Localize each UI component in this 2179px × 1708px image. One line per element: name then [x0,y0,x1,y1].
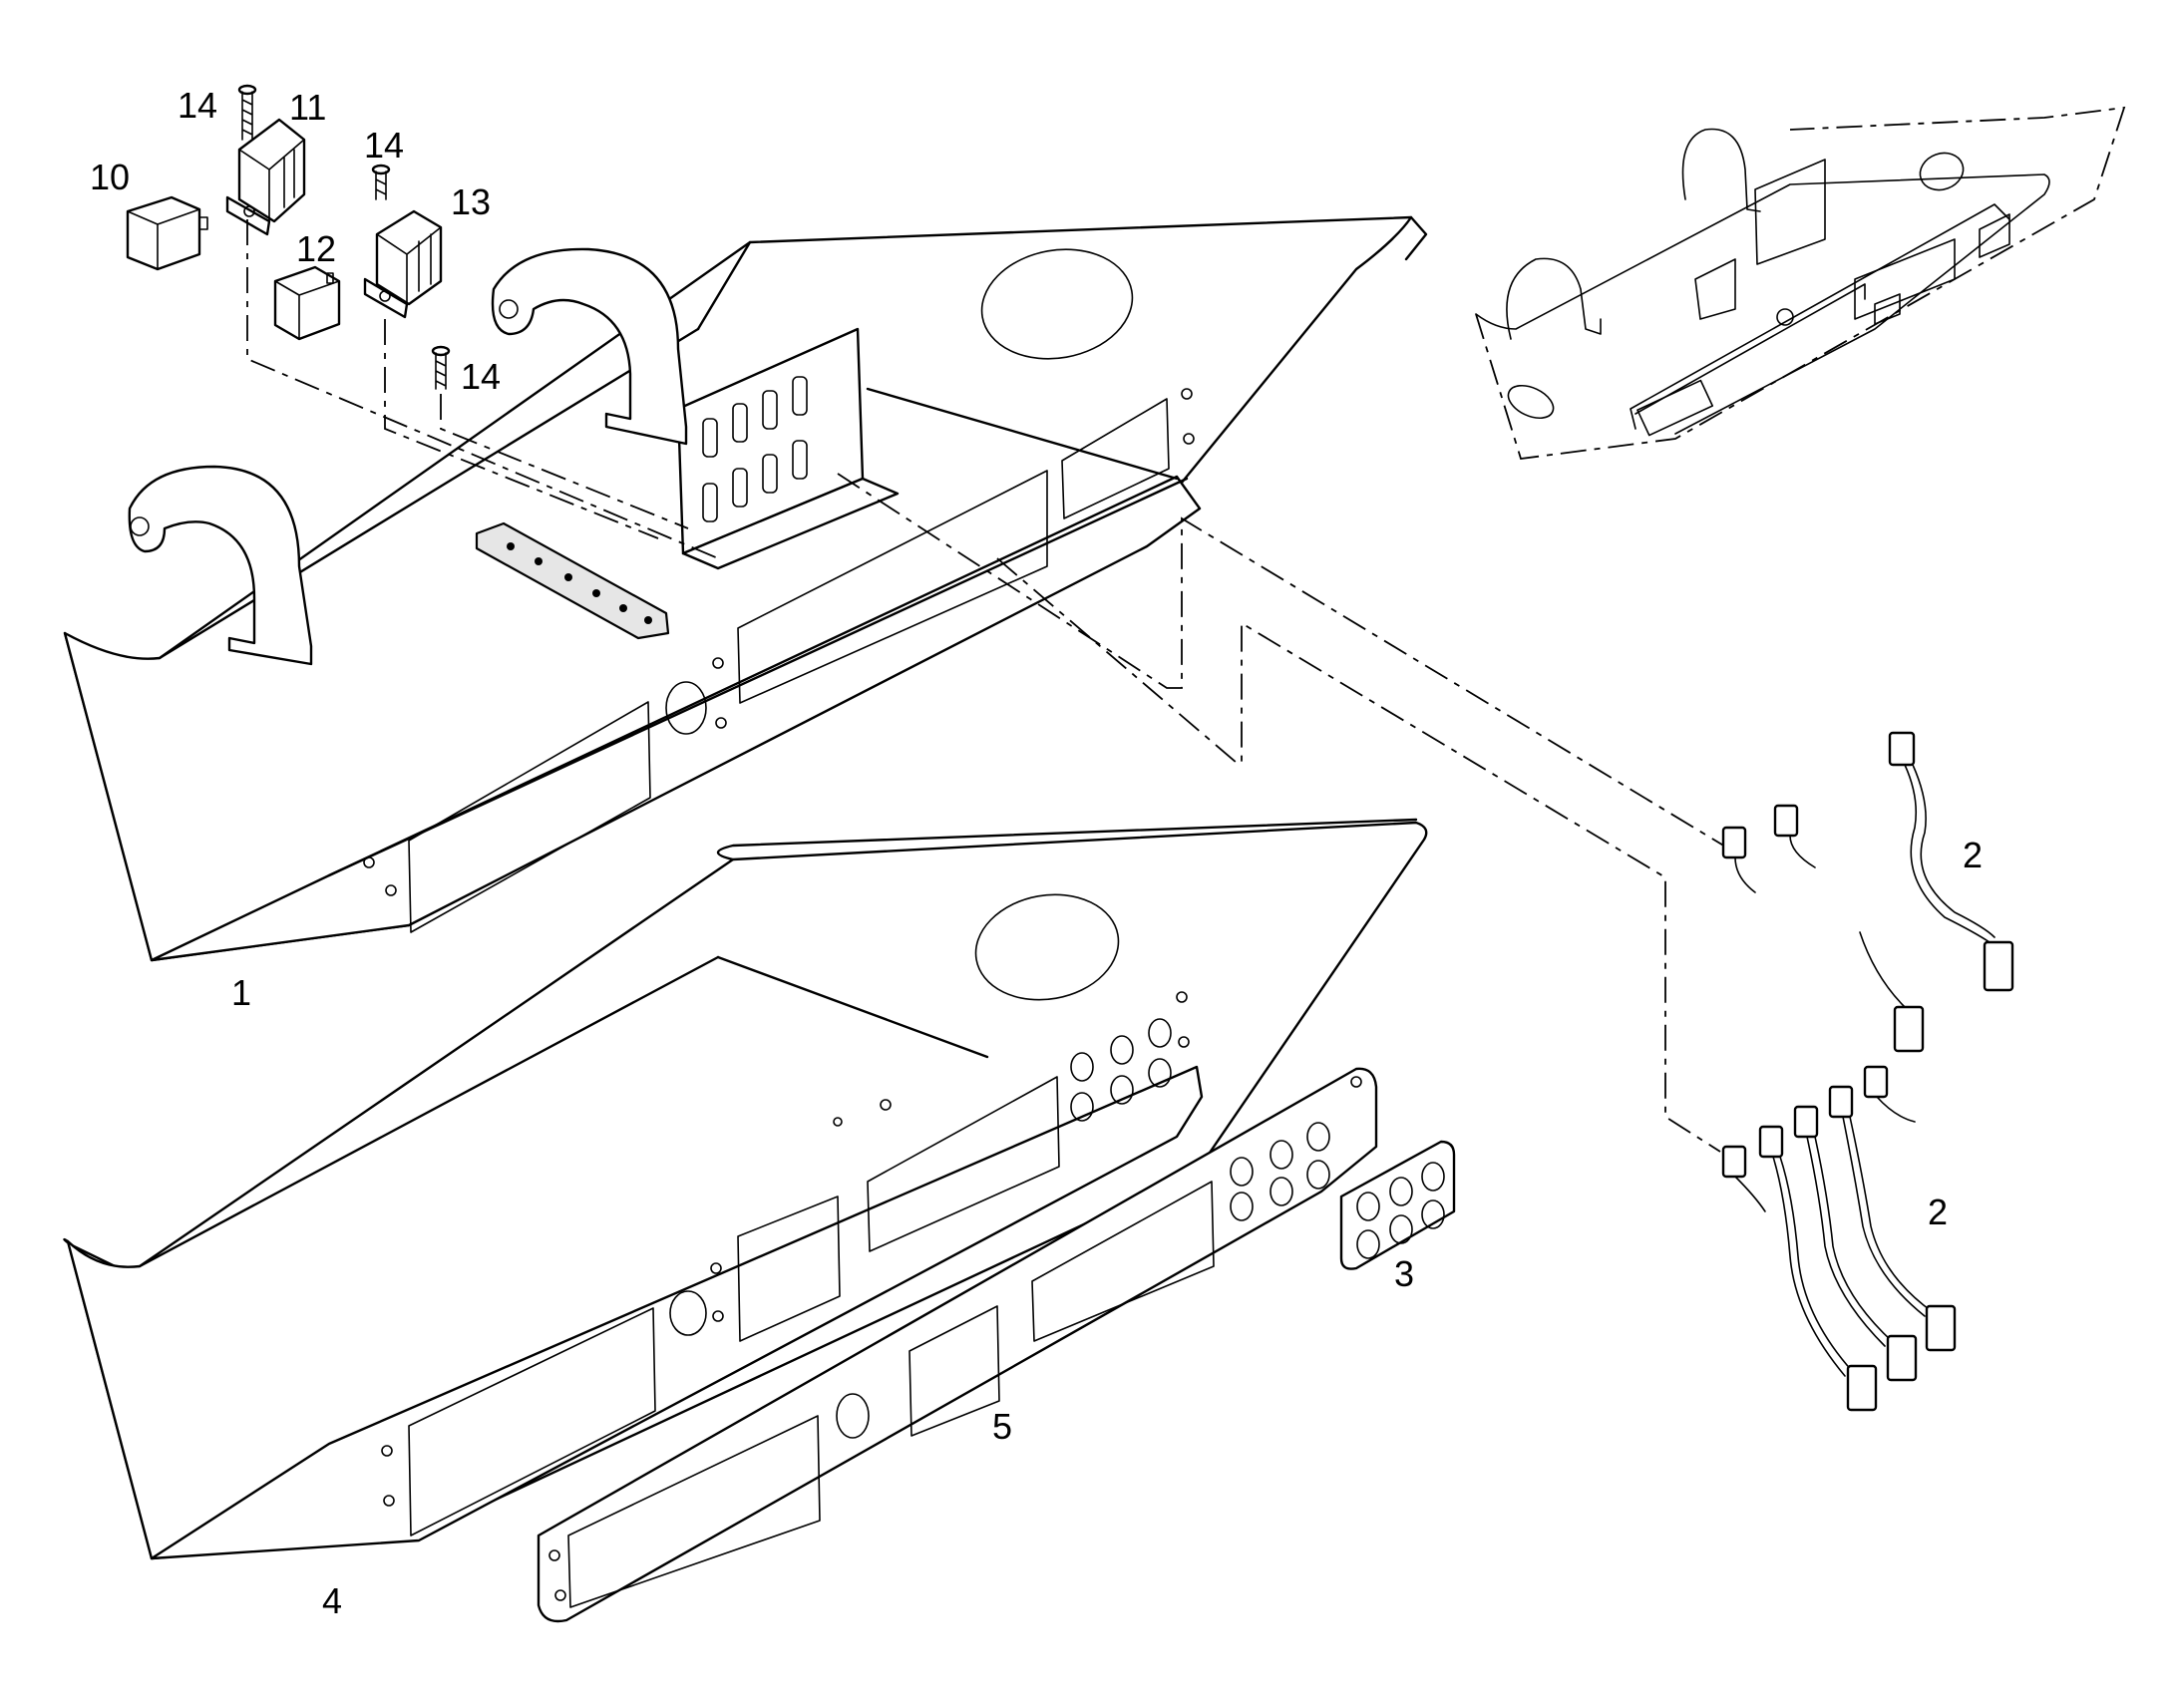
screw-part-14-a [237,84,257,141]
callout-11: 11 [289,87,326,128]
wire-harness-part-2-upper [1721,731,2014,1053]
overlay-plate-part-5 [537,1067,1378,1623]
assembly-overview-thumbnail [1475,106,2126,460]
callout-14-c: 14 [461,356,501,397]
callout-12: 12 [296,228,336,269]
relay-part-10 [126,195,208,271]
screw-part-14-c [431,345,451,390]
hole-plate-part-3 [1339,1140,1456,1270]
callout-labels: 1 2 2 3 4 5 10 11 12 13 14 14 14 [90,85,1983,1621]
console-panel-part-1 [63,215,1428,962]
wire-harness-part-2-lower [1721,1065,1957,1412]
console-panel-part-4 [63,818,1428,1560]
relay-part-12 [273,265,341,341]
callout-14-b: 14 [364,125,404,166]
callout-5: 5 [992,1406,1012,1447]
callout-4: 4 [322,1580,342,1621]
callout-13: 13 [451,181,491,222]
callout-10: 10 [90,157,130,197]
screw-part-14-b [371,164,391,200]
callout-2-upper: 2 [1963,835,1983,875]
callout-14-a: 14 [178,85,217,126]
callout-2-lower: 2 [1928,1192,1948,1232]
relay-part-11 [225,118,306,236]
callout-3: 3 [1394,1253,1414,1294]
callout-1: 1 [231,972,251,1013]
relay-part-13 [363,209,443,319]
